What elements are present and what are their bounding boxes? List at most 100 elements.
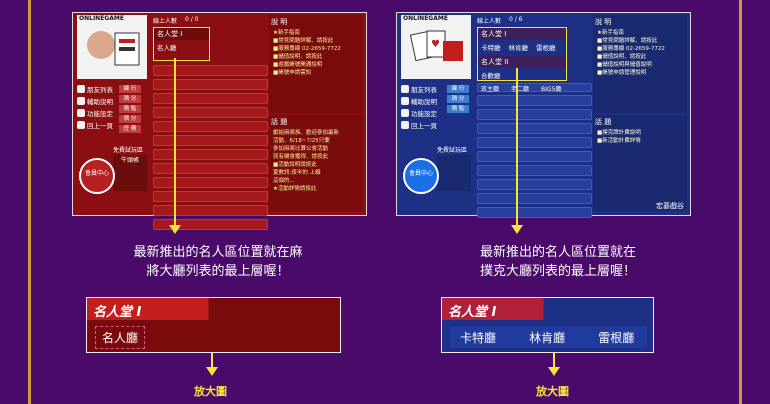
list-item[interactable] <box>153 65 268 76</box>
zoom-room-item[interactable]: 林肯廳 <box>529 331 566 345</box>
menu-friends[interactable]: 朋友列表 <box>401 83 471 95</box>
room-item[interactable]: 雷根廳 <box>536 44 556 52</box>
info-line: ■服務專線 02-2659-7722 <box>597 46 665 52</box>
trial-area-box[interactable]: 牛頭帳 <box>113 155 147 191</box>
list-item[interactable] <box>477 165 592 176</box>
online-label: 線上人數 <box>477 18 502 25</box>
mahjong-logo-icon <box>87 31 140 66</box>
member-center-button[interactable]: 會員中心 <box>403 158 439 194</box>
mahjong-lobby-screenshot: ONLINEGAME 線上人數 0 / 0 名人堂 I 名人廳 朋友列表 輔助說… <box>72 12 367 230</box>
right-caption: 最新推出的名人區位置就在 撲克大廳列表的最上層喔！ <box>479 245 636 279</box>
room-items: 卡特廳 林肯廳 雷根廳 <box>478 40 566 54</box>
topic-line[interactable]: ■撲克牌計費說明 <box>597 130 641 136</box>
side-button[interactable]: 積 分 <box>447 95 469 103</box>
side-button[interactable]: 積 分 <box>119 95 141 103</box>
list-item[interactable] <box>153 191 268 202</box>
zoom-title: 名人堂 I <box>93 305 142 320</box>
list-item[interactable] <box>153 219 268 230</box>
info-line[interactable]: ■儲值說明與儲值說明 <box>597 62 652 68</box>
side-button[interactable]: 練 行 <box>447 85 469 93</box>
svg-text:♥: ♥ <box>431 39 440 50</box>
menu-friends[interactable]: 朋友列表 <box>77 83 147 95</box>
room-item[interactable]: 合歡廳 <box>481 72 501 80</box>
info-line[interactable]: ■帳號申請管理說明 <box>597 70 647 76</box>
side-button[interactable]: 積 點 <box>447 105 469 113</box>
list-item[interactable] <box>477 137 592 148</box>
list-item[interactable] <box>477 179 592 190</box>
topic-line[interactable]: ■活動說明請按此 <box>273 162 317 168</box>
hall-of-fame-room-box[interactable]: 名人堂 I 卡特廳 林肯廳 雷根廳 名人堂 II 合歡廳 <box>477 27 567 81</box>
left-caption: 最新推出的名人區位置就在麻 將大廳列表的最上層喔！ <box>133 245 303 279</box>
menu-help[interactable]: 輔助說明 <box>401 95 471 107</box>
info-title: 說 明 <box>271 18 288 26</box>
info-line[interactable]: ■遊戲帳號開通說明 <box>273 62 323 68</box>
info-line[interactable]: ■儲值說明、請按此 <box>273 54 323 60</box>
right-pointer-arrow <box>511 68 523 234</box>
logo-text: ONLINEGAME <box>403 15 448 22</box>
zoom-room-item[interactable]: 名人廳 <box>95 326 146 349</box>
brand-logo: 宏碁戲谷 <box>656 202 684 210</box>
info-line: ■服務專線 02-2659-7722 <box>273 46 341 52</box>
settings-icon <box>77 109 85 117</box>
menu-back[interactable]: 回上一頁 <box>401 119 471 131</box>
hall-of-fame-room-box[interactable]: 名人堂 I 名人廳 <box>153 27 210 61</box>
trial-area-box[interactable] <box>437 155 471 191</box>
side-button[interactable]: 練 行 <box>119 85 141 93</box>
menu-settings[interactable]: 功能設定 <box>77 107 147 119</box>
list-item[interactable] <box>477 95 592 106</box>
list-item[interactable] <box>477 151 592 162</box>
right-frame-line <box>739 0 742 404</box>
left-enlarge-label: 放大圖 <box>194 385 227 398</box>
menu-back[interactable]: 回上一頁 <box>77 119 147 131</box>
info-line: ★新手指南 <box>273 30 300 36</box>
topic-line[interactable]: ■新活動計費詳情 <box>597 138 641 144</box>
zoom-room-item[interactable]: 卡特廳 <box>460 331 497 345</box>
zoom-room-item[interactable]: 雷根廳 <box>598 331 635 345</box>
room-item[interactable]: 名人廳 <box>157 44 177 52</box>
info-line[interactable]: ■常見問題詳解、請按此 <box>597 38 658 44</box>
help-icon <box>77 97 85 105</box>
menu-help[interactable]: 輔助說明 <box>77 95 147 107</box>
menu-settings[interactable]: 功能設定 <box>401 107 471 119</box>
poker-cards-icon: ♥ <box>409 30 463 62</box>
topic-line: 這個的... <box>273 178 295 184</box>
zoom-title-bar: 名人堂 I <box>87 298 340 320</box>
side-button[interactable]: 積 點 <box>119 105 141 113</box>
list-item[interactable] <box>153 93 268 104</box>
topic-line: 獻給麻將族、歡迎參加最新 <box>273 130 340 136</box>
topics-title: 話 題 <box>271 118 288 126</box>
list-item[interactable] <box>477 207 592 218</box>
game-logo: ONLINEGAME <box>77 15 147 79</box>
info-line[interactable]: ■常見問題詳解、請按此 <box>273 38 334 44</box>
member-center-button[interactable]: 會員中心 <box>79 158 115 194</box>
online-count-bar: 線上人數 0 / 0 <box>153 16 253 25</box>
list-item[interactable] <box>153 149 268 160</box>
list-item[interactable] <box>153 135 268 146</box>
left-pointer-arrow <box>169 58 181 234</box>
side-button[interactable]: 積 分 <box>119 115 141 123</box>
sidebar-menu: 朋友列表 輔助說明 功能設定 回上一頁 <box>77 83 147 131</box>
info-line: ★新手指南 <box>597 30 624 36</box>
list-item[interactable] <box>153 121 268 132</box>
list-item[interactable] <box>477 123 592 134</box>
online-label: 線上人數 <box>153 18 178 25</box>
trial-area-title: 免費試玩區 <box>437 147 468 154</box>
list-item[interactable] <box>153 205 268 216</box>
list-item[interactable] <box>477 193 592 204</box>
room-item[interactable]: 卡特廳 <box>481 44 501 52</box>
room-item[interactable]: 林肯廳 <box>508 44 529 52</box>
info-line[interactable]: ■帳號申請需知 <box>273 70 312 76</box>
topic-line[interactable]: ★活動詳情請按此 <box>273 186 317 192</box>
info-line[interactable]: ■儲值說明、請按此 <box>597 54 647 60</box>
list-item[interactable] <box>477 109 592 120</box>
list-item[interactable] <box>153 163 268 174</box>
list-item[interactable] <box>153 177 268 188</box>
zoom-title: 名人堂 I <box>448 305 497 320</box>
side-button[interactable]: 任 務 <box>119 125 141 133</box>
list-item[interactable] <box>153 79 268 90</box>
room-title-2: 名人堂 II <box>478 56 566 68</box>
list-item[interactable] <box>153 107 268 118</box>
topic-line: 夏數訊:夜半的 上線 <box>273 170 321 176</box>
